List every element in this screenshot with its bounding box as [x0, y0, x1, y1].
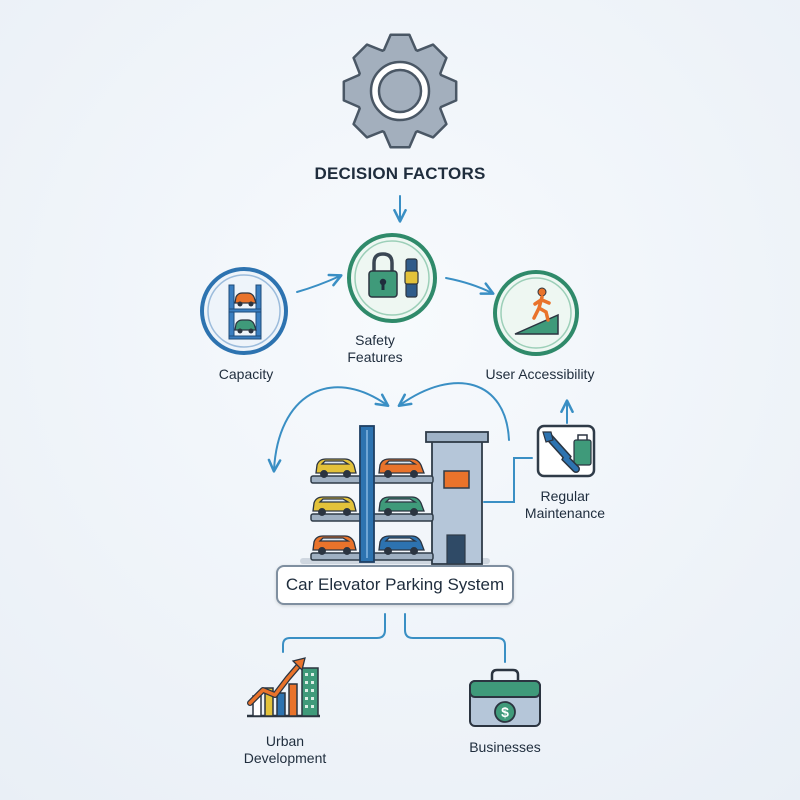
user-accessibility-icon	[493, 270, 579, 356]
safety-features-label: Safety Features	[325, 332, 425, 366]
regular-maintenance-label: Regular Maintenance	[505, 488, 625, 522]
urban-development-label: Urban Development	[215, 733, 355, 767]
regular-maintenance-label-line1: Regular	[540, 488, 590, 504]
capacity-label: Capacity	[218, 366, 274, 382]
businesses-label: Businesses	[469, 739, 541, 755]
system-label-box: Car Elevator Parking System	[276, 565, 514, 605]
growth-chart-icon	[247, 657, 320, 718]
arrow-capacity-to-safety	[296, 273, 343, 293]
user-accessibility-label: User Accessibility	[485, 366, 595, 382]
regular-maintenance-label-line2: Maintenance	[524, 505, 606, 521]
flow-arrows	[267, 195, 574, 663]
connector-system-to-business	[404, 613, 506, 663]
arrow-safety-to-access	[445, 277, 495, 295]
safety-icon	[347, 233, 437, 323]
parking-building-icon	[300, 425, 490, 565]
wrench-toolbox-icon	[536, 424, 596, 478]
system-label: Car Elevator Parking System	[285, 575, 505, 594]
urban-development-label-line1: Urban	[265, 733, 305, 749]
connector-building-to-maintenance	[483, 457, 533, 503]
briefcase-money-icon: $	[469, 668, 541, 727]
gear-icon	[342, 33, 458, 149]
safety-features-label-line1: Safety	[355, 332, 395, 348]
safety-features-label-line2: Features	[347, 349, 403, 365]
connector-system-to-urban	[282, 613, 386, 653]
capacity-icon	[200, 267, 288, 355]
arrow-maintenance-loop	[397, 382, 510, 441]
currency-symbol: $	[501, 704, 509, 720]
arrow-system-to-capacity-loop	[267, 386, 390, 473]
diagram-title: DECISION FACTORS	[314, 164, 486, 183]
urban-development-label-line2: Development	[243, 750, 327, 766]
